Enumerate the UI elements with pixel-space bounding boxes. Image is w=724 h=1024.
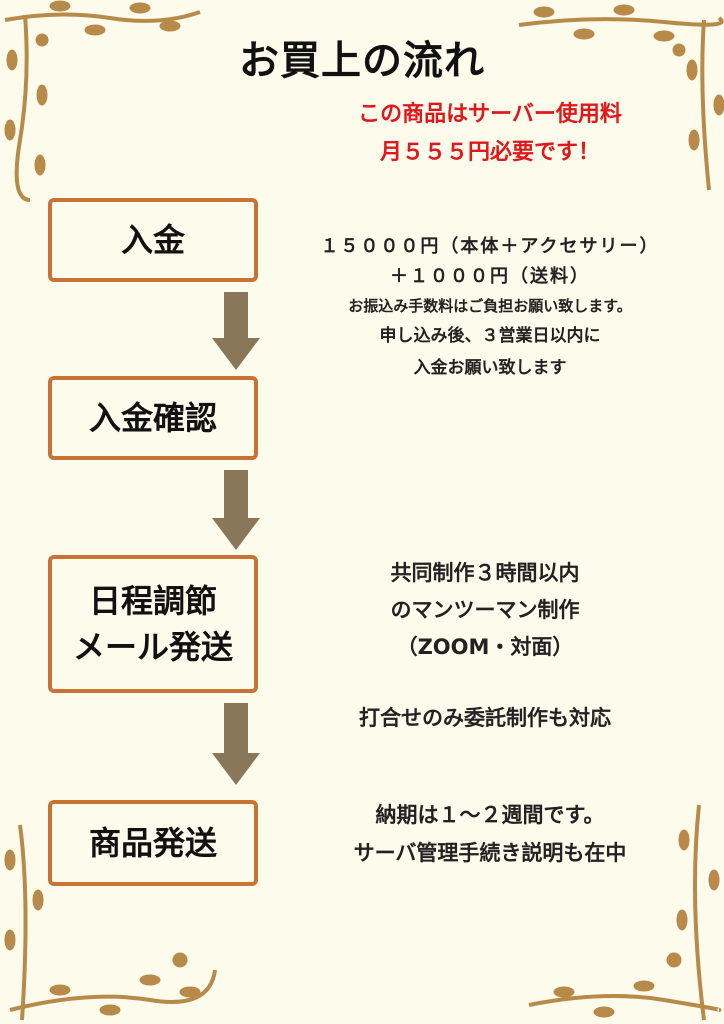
step-payment: 入金 [48, 198, 258, 282]
session-style: のマンツーマン制作 [390, 598, 580, 622]
session-duration: 共同制作３時間以内 [390, 561, 580, 585]
step-schedule-email: 日程調節 メール発送 [48, 555, 258, 693]
shipping-description: 納期は１～２週間です。 サーバ管理手続き説明も在中 [295, 796, 685, 872]
notice-line: この商品はサーバー使用料 [358, 102, 622, 127]
step-label: メール発送 [72, 628, 233, 666]
step-label: 入金 [120, 221, 185, 259]
shipping-fee: ＋１０００円（送料） [390, 266, 590, 287]
step-product-shipping: 商品発送 [48, 800, 258, 886]
session-format: （ZOOM・対面） [396, 635, 574, 659]
step-payment-confirmation: 入金確認 [48, 376, 258, 460]
page-title: お買上の流れ [239, 38, 485, 84]
notice-line: 月５５５円必要です！ [379, 140, 600, 165]
vine-decoration-bottom-right [528, 804, 722, 1021]
transfer-fee-note: お振込み手数料はご負担お願い致します。 [348, 297, 632, 315]
consignment-note: 打合せのみ委託制作も対応 [359, 706, 611, 730]
payment-deadline: 申し込み後、３営業日以内に [379, 326, 601, 346]
delivery-time: 納期は１～２週間です。 [375, 803, 605, 827]
vine-decoration-top-right [518, 4, 724, 191]
step-label: 入金確認 [88, 399, 217, 437]
down-arrow-icon [212, 703, 260, 785]
schedule-description: 共同制作３時間以内 のマンツーマン制作 （ZOOM・対面） [320, 555, 650, 666]
server-fee-notice: この商品はサーバー使用料 月５５５円必要です！ [300, 96, 680, 172]
vine-decoration-top-left [4, 0, 201, 202]
payment-description: １５０００円（本体＋アクセサリー） ＋１０００円（送料） お振込み手数料はご負担… [285, 232, 695, 384]
payment-request: 入金お願い致します [413, 358, 567, 378]
down-arrow-icon [212, 292, 260, 370]
down-arrow-icon [212, 470, 260, 550]
vine-decoration-bottom-left [4, 824, 217, 1021]
server-guide-note: サーバ管理手続き説明も在中 [353, 841, 627, 865]
payment-amount: １５０００円（本体＋アクセサリー） [320, 236, 660, 257]
step-label: 日程調節 [88, 582, 217, 620]
step-label: 商品発送 [88, 824, 217, 862]
